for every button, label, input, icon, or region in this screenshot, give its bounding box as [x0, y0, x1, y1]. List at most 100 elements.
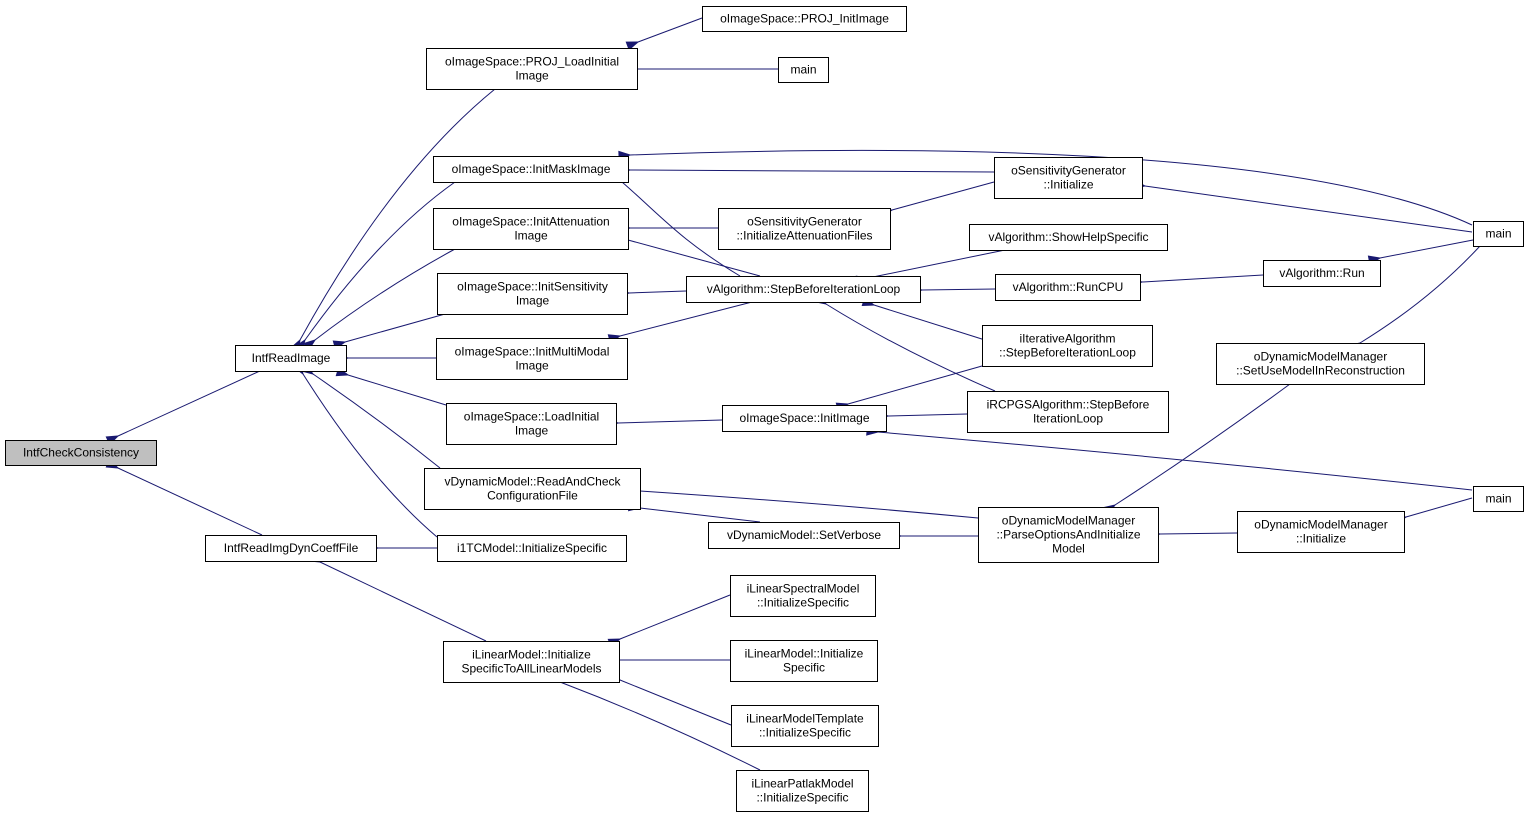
call-edge-arrow	[320, 562, 487, 642]
node-runcpu[interactable]: vAlgorithm::RunCPU	[995, 274, 1141, 301]
node-intfcheckconsistency[interactable]: IntfCheckConsistency	[5, 440, 157, 466]
node-label: iLinearSpectralModel	[747, 582, 860, 596]
node-label: vAlgorithm::StepBeforeIterationLoop	[707, 282, 901, 296]
call-edge-arrow	[300, 88, 496, 340]
node-box	[995, 274, 1141, 301]
node-main-3[interactable]: main	[1473, 486, 1524, 512]
node-stepbeforeiterationloop[interactable]: vAlgorithm::StepBeforeIterationLoop	[686, 276, 921, 303]
node-parseoptionsandinitializemodel[interactable]: oDynamicModelManager::ParseOptionsAndIni…	[978, 507, 1159, 563]
node-label: oDynamicModelManager	[1002, 514, 1135, 528]
node-dynamicmodelmanager-initialize[interactable]: oDynamicModelManager::Initialize	[1237, 511, 1405, 553]
node-label: vDynamicModel::SetVerbose	[727, 528, 881, 542]
node-ilinearmodeltemplate-initializespecific[interactable]: iLinearModelTemplate::InitializeSpecific	[731, 705, 879, 747]
call-edge-arrow	[638, 17, 703, 42]
node-showhelpspecific[interactable]: vAlgorithm::ShowHelpSpecific	[969, 224, 1168, 251]
node-label: Model	[1052, 542, 1085, 556]
call-edge-arrow	[628, 240, 761, 277]
node-label: oDynamicModelManager	[1254, 518, 1387, 532]
call-edge-arrow	[640, 491, 979, 519]
node-label: iLinearModelTemplate	[746, 712, 864, 726]
call-edge-arrow	[313, 374, 441, 469]
node-box	[1263, 260, 1381, 287]
node-intfreadimgdyncoefffile[interactable]: IntfReadImgDynCoeffFile	[205, 535, 377, 562]
node-label: iIterativeAlgorithm	[1019, 332, 1115, 346]
call-edge-arrow	[1115, 383, 1291, 505]
node-ilinearmodel-initializespecifictoall[interactable]: iLinearModel::InitializeSpecificToAllLin…	[443, 641, 620, 683]
node-i1tcmodel-initializespecific[interactable]: i1TCModel::InitializeSpecific	[437, 535, 627, 562]
node-label: oImageSpace::InitSensitivity	[457, 280, 608, 294]
node-box	[437, 273, 628, 315]
call-edge-arrow	[1160, 533, 1238, 534]
node-label: oImageSpace::InitAttenuation	[452, 215, 609, 229]
call-edge-arrow	[922, 289, 996, 290]
node-label: vAlgorithm::Run	[1279, 266, 1364, 280]
node-main-2[interactable]: main	[1473, 221, 1524, 247]
node-label: oImageSpace::PROJ_LoadInitial	[445, 55, 619, 69]
node-sensitivitygenerator-initialize[interactable]: oSensitivityGenerator::Initialize	[994, 157, 1143, 199]
call-edge-arrow	[305, 181, 456, 340]
node-setusemodelinreconstruction[interactable]: oDynamicModelManager::SetUseModelInRecon…	[1216, 343, 1425, 385]
node-box	[778, 57, 829, 83]
node-box	[967, 391, 1169, 433]
node-label: oDynamicModelManager	[1254, 350, 1387, 364]
node-ilinearmodel-initializespecific[interactable]: iLinearModel::InitializeSpecific	[730, 640, 878, 682]
node-label: ::Initialize	[1296, 532, 1346, 546]
node-ilinearspectralmodel-initializespecific[interactable]: iLinearSpectralModel::InitializeSpecific	[730, 575, 876, 617]
call-edge-arrow	[620, 594, 731, 639]
call-edge-arrow	[620, 301, 753, 336]
node-label: Image	[514, 229, 548, 243]
node-label: main	[1485, 227, 1511, 241]
node-box	[718, 208, 891, 250]
node-label: ConfigurationFile	[487, 489, 578, 503]
node-ilinearpatlakmodel-initializespecific[interactable]: iLinearPatlakModel::InitializeSpecific	[736, 770, 869, 812]
call-edge-arrow	[118, 369, 263, 436]
node-label: vAlgorithm::ShowHelpSpecific	[988, 230, 1148, 244]
node-label: vAlgorithm::RunCPU	[1013, 280, 1124, 294]
call-edge-arrow	[1406, 497, 1473, 517]
node-label: IntfCheckConsistency	[23, 446, 139, 460]
node-sensitivitygenerator-initializeattenuationfiles[interactable]: oSensitivityGenerator::InitializeAttenua…	[718, 208, 891, 250]
node-box	[1473, 486, 1524, 512]
node-readandcheckconfigurationfile[interactable]: vDynamicModel::ReadAndCheckConfiguration…	[424, 468, 641, 510]
node-label: oImageSpace::InitMultiModal	[455, 345, 610, 359]
node-label: Specific	[783, 661, 825, 675]
call-edge-arrow	[315, 248, 456, 340]
node-box	[722, 405, 887, 432]
node-label: main	[1485, 492, 1511, 506]
call-edge-arrow	[620, 680, 732, 726]
node-box	[433, 208, 629, 250]
node-box	[730, 640, 878, 682]
call-edge-arrow	[826, 304, 996, 392]
node-box	[5, 440, 157, 466]
node-proj-initimage[interactable]: oImageSpace::PROJ_InitImage	[702, 6, 907, 32]
call-edge-arrow	[618, 420, 723, 423]
node-label: iLinearModel::Initialize	[472, 648, 591, 662]
node-iterativealgorithm-stepbeforeiterationloop[interactable]: iIterativeAlgorithm::StepBeforeIteration…	[982, 325, 1153, 367]
node-initmaskimage[interactable]: oImageSpace::InitMaskImage	[433, 156, 629, 183]
node-label: ::ParseOptionsAndInitialize	[996, 528, 1140, 542]
node-box	[994, 157, 1143, 199]
node-label: ::StepBeforeIterationLoop	[999, 346, 1136, 360]
node-box	[978, 507, 1159, 563]
node-box	[1216, 343, 1425, 385]
call-edge-arrow	[1145, 186, 1473, 233]
node-initimage[interactable]: oImageSpace::InitImage	[722, 405, 887, 432]
node-label: vDynamicModel::ReadAndCheck	[444, 475, 621, 489]
call-edge-arrow	[629, 291, 687, 293]
node-intfreadimage[interactable]: IntfReadImage	[235, 345, 347, 372]
node-label: Image	[515, 359, 549, 373]
call-edge-arrow	[118, 468, 263, 536]
node-label: SpecificToAllLinearModels	[461, 662, 601, 676]
node-setverbose[interactable]: vDynamicModel::SetVerbose	[708, 522, 900, 549]
node-valgorithm-run[interactable]: vAlgorithm::Run	[1263, 260, 1381, 287]
node-label: oImageSpace::InitMaskImage	[452, 162, 611, 176]
node-main-1[interactable]: main	[778, 57, 829, 83]
node-label: IntfReadImage	[252, 351, 331, 365]
node-rcpgsalgorithm-stepbeforeiterationloop[interactable]: iRCPGSAlgorithm::StepBeforeIterationLoop	[967, 391, 1169, 433]
